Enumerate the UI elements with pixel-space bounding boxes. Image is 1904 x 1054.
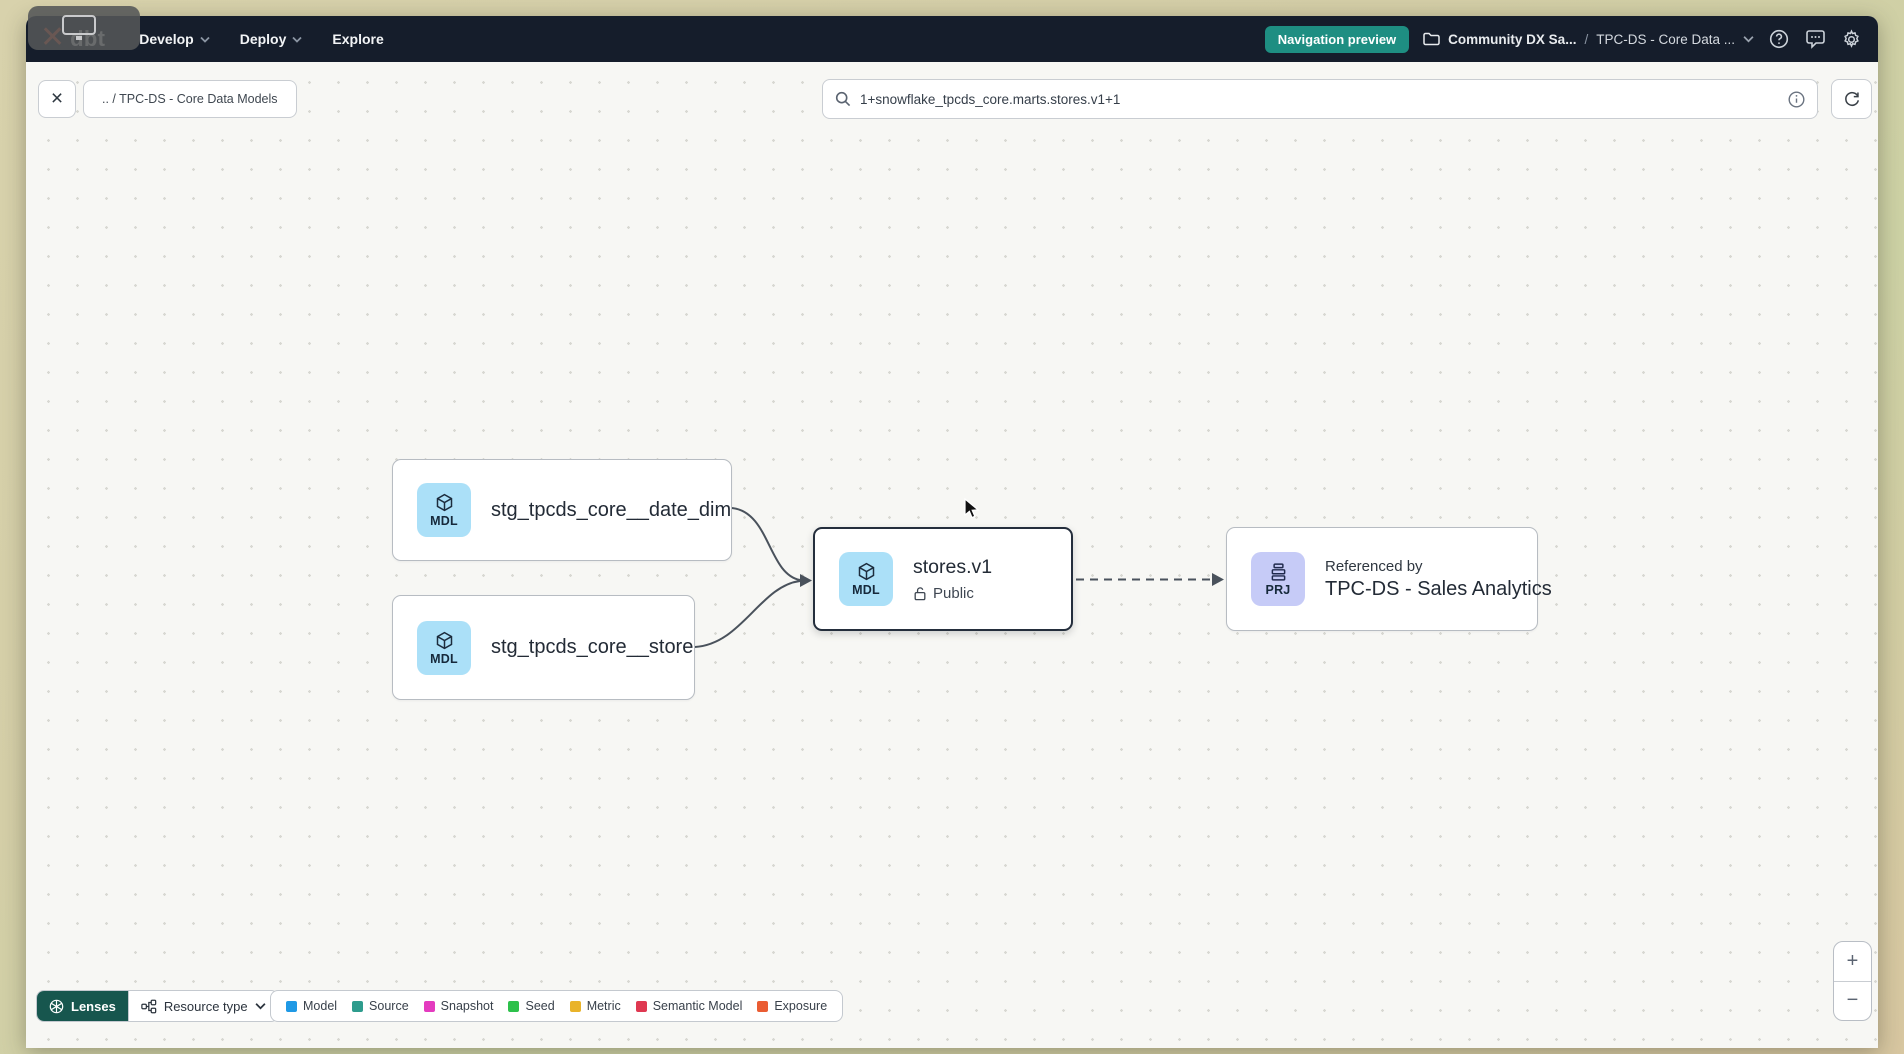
legend-item-semantic-model: Semantic Model [635, 999, 743, 1013]
stacked-drawers-icon [1271, 562, 1285, 581]
legend-item-metric: Metric [569, 999, 621, 1013]
cube-icon [436, 493, 452, 512]
close-lineage-button[interactable]: × [38, 80, 76, 118]
menu-develop[interactable]: Develop [139, 31, 210, 47]
node-label: stores.v1 [913, 556, 993, 578]
chevron-down-icon[interactable] [1743, 35, 1754, 43]
node-stg-tpcds-core-date-dim[interactable]: MDL stg_tpcds_core__date_dim [392, 459, 732, 561]
legend-item-exposure: Exposure [757, 999, 827, 1013]
legend-item-source: Source [352, 999, 409, 1013]
info-icon[interactable] [1788, 90, 1805, 108]
screen-recording-artifact [28, 6, 140, 50]
unlock-icon [914, 587, 926, 601]
legend-label: Exposure [774, 999, 828, 1013]
seed-swatch [508, 1000, 520, 1012]
menu-explore[interactable]: Explore [332, 31, 383, 47]
cube-icon [858, 562, 874, 581]
zoom-out-button[interactable]: − [1846, 989, 1859, 1012]
mouse-cursor [964, 498, 980, 519]
display-icon [62, 15, 96, 40]
badge-code: MDL [852, 583, 880, 597]
legend-label: Semantic Model [652, 999, 743, 1013]
top-navbar: ✕ dbt Develop Deploy Explore Navigation … [26, 16, 1878, 62]
model-badge: MDL [417, 483, 471, 537]
menu-develop-label: Develop [139, 31, 194, 47]
semantic-model-swatch [635, 1000, 647, 1012]
resource-type-label: Resource type [163, 998, 248, 1014]
zoom-controls: + − [1833, 941, 1872, 1021]
node-kicker: Referenced by [1325, 557, 1423, 575]
search-query[interactable]: 1+snowflake_tpcds_core.marts.stores.v1+1 [860, 91, 1121, 107]
cube-icon [436, 631, 452, 649]
resource-legend: Model Source Snapshot Seed Metric Semant… [270, 990, 844, 1022]
lenses-button[interactable]: Lenses [37, 991, 128, 1021]
lineage-search-bar[interactable]: 1+snowflake_tpcds_core.marts.stores.v1+1 [822, 79, 1818, 119]
node-referenced-by-project[interactable]: PRJ Referenced by TPC-DS - Sales Analyti… [1226, 527, 1552, 631]
badge-code: MDL [430, 651, 458, 666]
zoom-in-button[interactable]: + [1834, 942, 1871, 982]
chevron-down-icon [255, 1003, 266, 1010]
metric-swatch [569, 1000, 581, 1012]
graph-nodes-icon [141, 999, 157, 1013]
access-label: Public [933, 585, 974, 602]
chevron-down-icon [200, 36, 210, 43]
breadcrumb: Community DX Sa... / TPC-DS - Core Data … [1423, 32, 1754, 47]
legend-label: Model [303, 999, 338, 1013]
legend-label: Metric [586, 999, 621, 1013]
node-label: stg_tpcds_core__store [491, 636, 694, 658]
lineage-canvas[interactable]: × .. / TPC-DS - Core Data Models 1+snowf… [26, 62, 1878, 1048]
breadcrumb-separator: / [1584, 31, 1589, 47]
model-badge: MDL [839, 552, 893, 606]
badge-code: PRJ [1265, 582, 1291, 597]
feedback-icon[interactable] [1804, 28, 1826, 50]
project-badge: PRJ [1251, 552, 1305, 606]
legend-item-seed: Seed [508, 999, 555, 1013]
badge-code: MDL [430, 514, 458, 528]
lenses-control-group: Lenses Resource type [36, 990, 279, 1022]
chevron-down-icon [292, 36, 303, 43]
snapshot-swatch [423, 1000, 435, 1012]
node-access: Public [913, 585, 992, 602]
resource-type-dropdown[interactable]: Resource type [127, 991, 278, 1021]
node-label: TPC-DS - Sales Analytics [1325, 577, 1552, 600]
legend-label: Seed [525, 999, 555, 1013]
settings-gear-icon[interactable] [1840, 28, 1862, 50]
refresh-lineage-button[interactable] [1831, 79, 1872, 119]
lenses-label: Lenses [71, 998, 116, 1014]
node-stg-tpcds-core-store[interactable]: MDL stg_tpcds_core__store [392, 595, 695, 700]
menu-explore-label: Explore [332, 31, 384, 47]
navigation-preview-badge[interactable]: Navigation preview [1264, 25, 1410, 53]
menu-deploy-label: Deploy [239, 31, 287, 47]
model-swatch [286, 1000, 297, 1012]
exposure-swatch [757, 1000, 769, 1012]
node-stores-v1[interactable]: MDL stores.v1 Public [813, 527, 1073, 631]
menu-deploy[interactable]: Deploy [240, 31, 303, 47]
lineage-path-chip[interactable]: .. / TPC-DS - Core Data Models [83, 80, 297, 118]
node-label: stg_tpcds_core__date_dim [491, 498, 732, 521]
legend-item-snapshot: Snapshot [423, 999, 494, 1013]
model-badge: MDL [417, 620, 471, 675]
legend-item-model: Model [286, 999, 337, 1013]
source-swatch [352, 1000, 364, 1012]
breadcrumb-project[interactable]: Community DX Sa... [1448, 31, 1577, 47]
legend-label: Snapshot [440, 999, 494, 1013]
search-icon [835, 91, 851, 107]
breadcrumb-section[interactable]: TPC-DS - Core Data ... [1596, 31, 1735, 47]
help-icon[interactable] [1768, 28, 1790, 50]
legend-label: Source [369, 999, 409, 1013]
refresh-icon [1844, 91, 1859, 107]
app-window: ✕ dbt Develop Deploy Explore Navigation … [26, 16, 1878, 1048]
lens-aperture-icon [49, 999, 64, 1013]
folder-icon [1423, 32, 1440, 46]
